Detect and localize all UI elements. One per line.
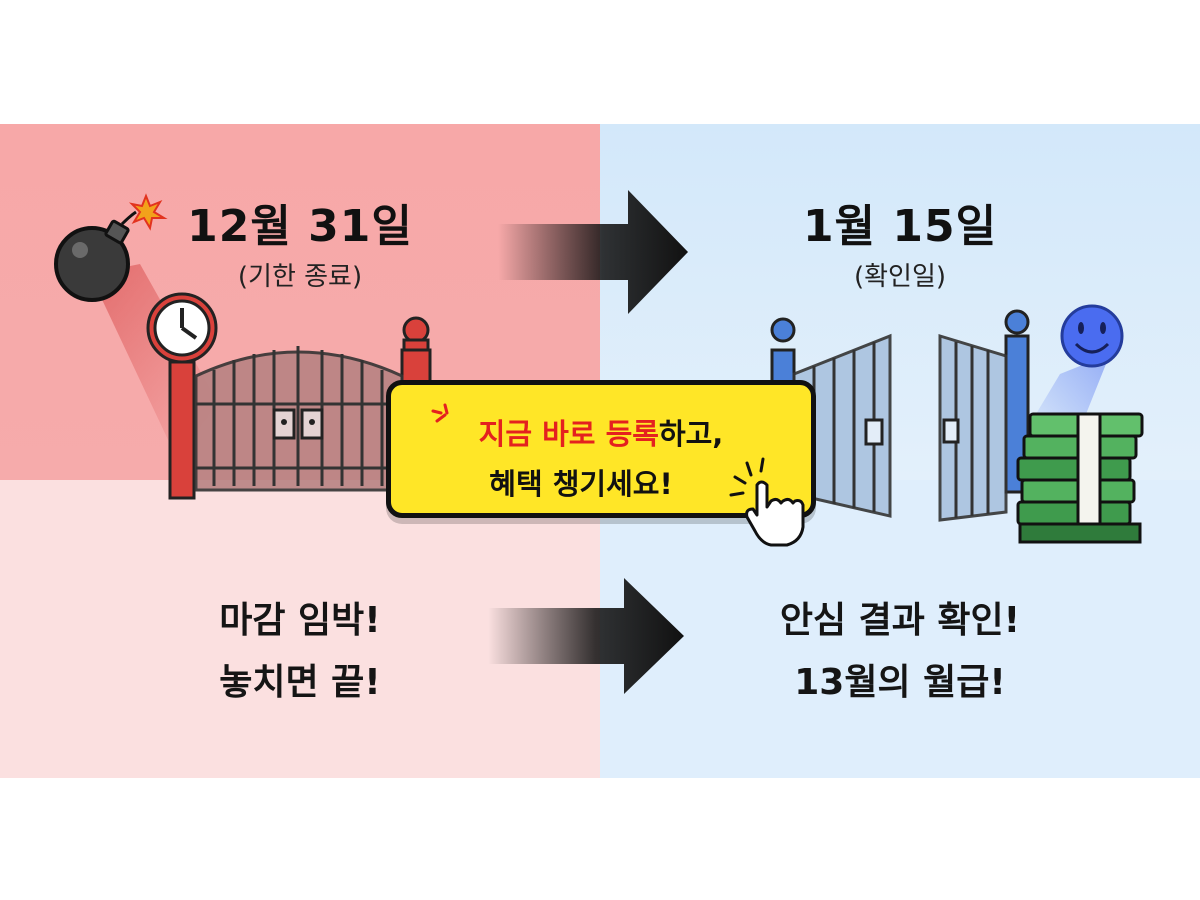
clock-icon [146,292,218,500]
deadline-caption: (기한 종료) [237,262,363,292]
sparkle-icon [431,403,449,423]
cta-line2: 혜택 챙기세요! [489,467,673,501]
result-caption: (확인일) [853,262,947,292]
cta-line1-rest: 하고, [658,417,724,451]
arrow-right-icon [488,578,684,694]
result-message-line2: 13월의 월급! [794,662,1006,703]
cta-highlight: 지금 바로 등록 [478,417,659,451]
deadline-message-line2: 놓치면 끝! [219,662,381,703]
money-stack-icon [1016,412,1144,544]
arrow-right-icon [498,190,688,314]
result-message: 안심 결과 확인! 13월의 월급! [720,590,1080,714]
result-date: 1월 15일 [802,201,998,252]
deadline-message: 마감 임박! 놓치면 끝! [150,590,450,714]
register-now-button[interactable]: 지금 바로 등록하고, 혜택 챙기세요! [386,380,816,547]
illustration-layer [54,190,1144,694]
result-message-line1: 안심 결과 확인! [779,600,1021,641]
pointer-hand-icon [729,457,805,547]
infographic: 12월 31일 (기한 종료) 1월 15일 (확인일) 마감 임박! 놓치면 … [0,124,1200,778]
deadline-date: 12월 31일 [187,201,413,252]
deadline-message-line1: 마감 임박! [219,600,381,641]
closed-gate-icon [194,316,432,492]
